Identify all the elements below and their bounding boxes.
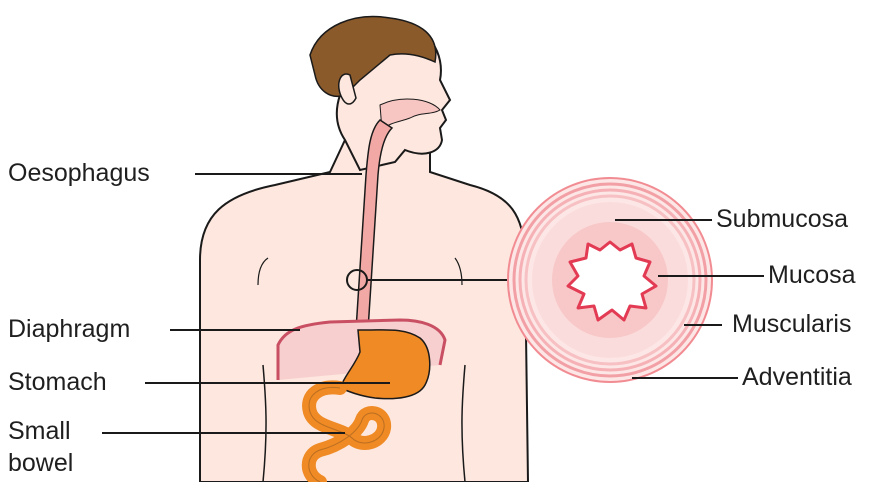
label-adventitia: Adventitia [742, 363, 852, 392]
cross-section [508, 178, 712, 382]
label-small-bowel-line2: bowel [8, 449, 73, 478]
label-stomach: Stomach [8, 368, 107, 397]
label-submucosa: Submucosa [716, 205, 848, 234]
label-mucosa: Mucosa [768, 261, 856, 290]
label-muscularis: Muscularis [732, 310, 851, 339]
label-oesophagus: Oesophagus [8, 159, 150, 188]
label-small-bowel-line1: Small [8, 417, 71, 446]
label-diaphragm: Diaphragm [8, 315, 130, 344]
